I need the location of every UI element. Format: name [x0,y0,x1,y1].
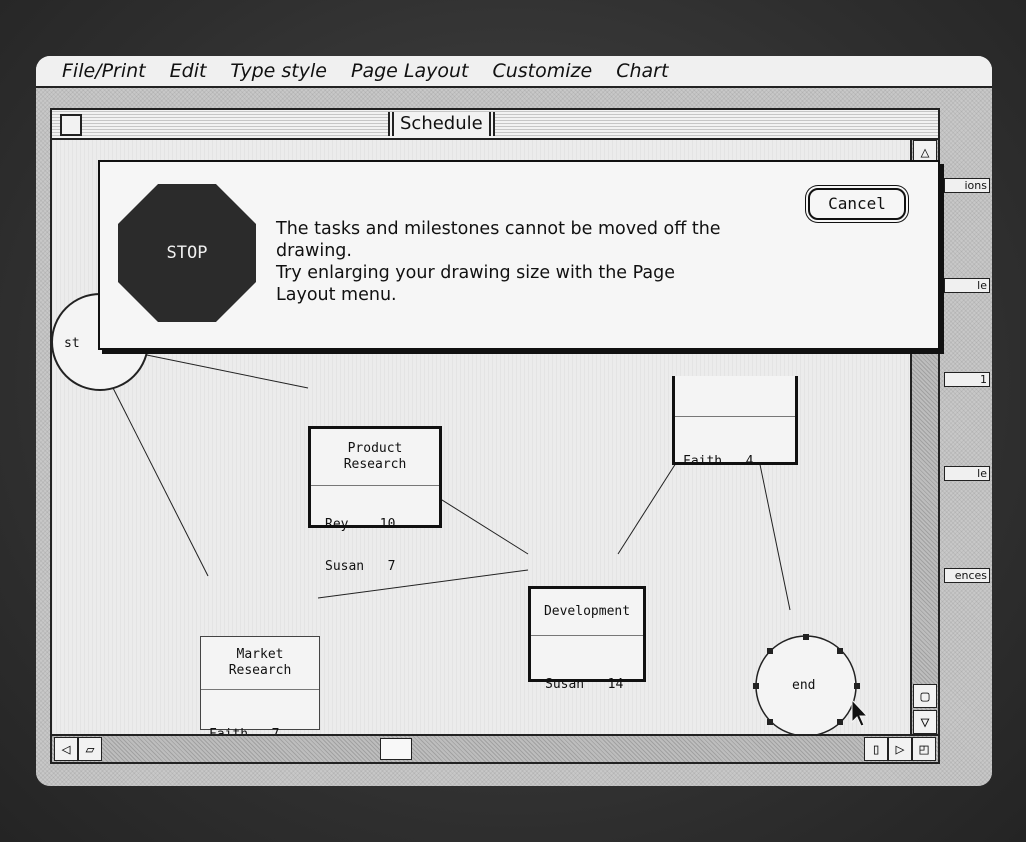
stop-sign-icon: STOP [118,184,256,322]
window-title-bar[interactable]: Schedule [52,110,938,140]
stop-sign-label: STOP [166,243,208,263]
task-name-line: Market [236,647,284,662]
mouse-pointer-icon [851,698,869,727]
menu-bar: File/Print Edit Type style Page Layout C… [36,56,992,88]
menu-file-print[interactable]: File/Print [62,60,146,82]
window-title: Schedule [388,112,495,136]
alert-dialog: STOP The tasks and milestones cannot be … [98,160,940,350]
task-resource: Rey 10 [325,517,396,532]
menu-edit[interactable]: Edit [169,60,207,82]
task-resource: Susan 14 [545,677,624,692]
page-left-icon[interactable]: ▱ [78,737,102,761]
task-name-line: Research [228,663,292,678]
desktop-icon[interactable]: 1 [944,372,990,387]
page-right-icon[interactable]: ▯ [864,737,888,761]
task-resource: Susan 7 [325,559,396,574]
menu-type-style[interactable]: Type style [230,60,327,82]
start-node-label: st [64,336,80,351]
task-hidden[interactable]: Faith 4 [672,376,798,469]
alert-message: The tasks and milestones cannot be moved… [276,218,796,306]
task-market-research[interactable]: Market Research Faith 7 [200,636,320,742]
selection-handles[interactable] [753,634,860,734]
task-development[interactable]: Development Susan 14 [528,586,646,692]
close-box-icon[interactable] [60,114,82,136]
screen: File/Print Edit Type style Page Layout C… [36,56,992,786]
task-name-line: Development [543,604,631,619]
alert-message-line: drawing. [276,241,352,261]
task-name-line: Product [347,441,403,456]
menu-chart[interactable]: Chart [616,60,669,82]
alert-message-line: Try enlarging your drawing size with the… [276,263,676,283]
end-node-label: end [792,678,816,693]
desktop-icon[interactable]: ions [944,178,990,193]
task-product-research[interactable]: Product Research Rey 10 Susan 7 [308,426,442,574]
alert-message-line: The tasks and milestones cannot be moved… [276,219,721,239]
scroll-down-icon[interactable]: ▽ [913,710,937,734]
scroll-left-icon[interactable]: ◁ [54,737,78,761]
horizontal-scroll-thumb[interactable] [380,738,412,760]
cancel-button[interactable]: Cancel [808,188,906,220]
desktop-icon[interactable]: ences [944,568,990,583]
menu-page-layout[interactable]: Page Layout [350,60,469,82]
alert-message-line: Layout menu. [276,285,397,305]
scroll-right-icon[interactable]: ▷ [888,737,912,761]
desktop-icon[interactable]: le [944,466,990,481]
menu-customize[interactable]: Customize [492,60,593,82]
horizontal-scrollbar[interactable]: ◁ ▱ ▯ ▷ ◰ [52,734,938,762]
desktop-icon[interactable]: le [944,278,990,293]
task-name-line: Research [343,457,407,472]
size-box-icon[interactable]: ◰ [912,737,936,761]
task-resource: Faith 4 [683,454,754,469]
page-icon[interactable]: ▢ [913,684,937,708]
